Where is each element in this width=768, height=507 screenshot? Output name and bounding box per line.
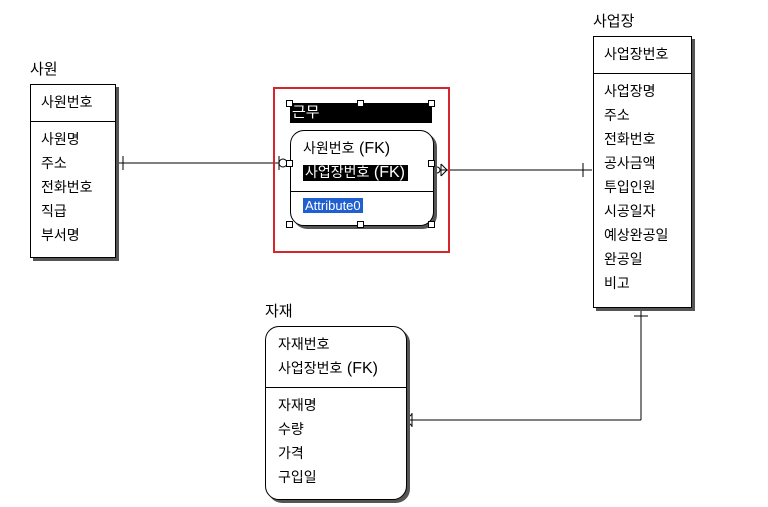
employee-attribute[interactable]: 부서명 (41, 228, 80, 244)
site-attribute[interactable]: 예상완공일 (604, 228, 669, 244)
employee-attribute[interactable]: 주소 (41, 156, 67, 172)
site-key-attribute[interactable]: 사업장번호 (604, 47, 669, 63)
material-key-section: 자재번호 사업장번호 (FK) (266, 327, 406, 388)
material-attribute[interactable]: 수량 (278, 422, 304, 438)
relationship-work-site[interactable] (432, 163, 592, 177)
entity-title-employee: 사원 (30, 60, 58, 78)
work-key-highlight: 사업장번호 (FK) (303, 164, 408, 181)
work-attribute-section: Attribute0 (291, 192, 433, 216)
material-attribute[interactable]: 가격 (278, 446, 304, 462)
employee-attribute[interactable]: 사원명 (41, 132, 80, 148)
employee-attribute-section: 사원명 주소 전화번호 직급 부서명 (31, 122, 115, 252)
entity-site[interactable]: 사업장번호 사업장명 주소 전화번호 공사금액 투입인원 시공일자 예상완공일 … (593, 36, 692, 308)
site-attribute-section: 사업장명 주소 전화번호 공사금액 투입인원 시공일자 예상완공일 완공일 비고 (594, 74, 691, 300)
material-attribute-section: 자재명 수량 가격 구입일 (266, 388, 406, 494)
relationship-site-material[interactable] (405, 306, 648, 427)
material-key-name: 자재번호 (278, 337, 330, 353)
material-attribute[interactable]: 구입일 (278, 470, 317, 486)
work-key-name: 사원번호 (303, 141, 355, 157)
selection-outline (273, 87, 450, 253)
material-key-name: 사업장번호 (278, 361, 343, 377)
resize-handle[interactable] (357, 100, 364, 107)
employee-key-attribute[interactable]: 사원번호 (41, 95, 93, 111)
employee-attribute[interactable]: 전화번호 (41, 180, 93, 196)
site-attribute[interactable]: 전화번호 (604, 132, 656, 148)
entity-material[interactable]: 자재번호 사업장번호 (FK) 자재명 수량 가격 구입일 (265, 326, 407, 500)
resize-handle[interactable] (286, 160, 293, 167)
resize-handle[interactable] (428, 100, 435, 107)
resize-handle[interactable] (286, 221, 293, 228)
entity-title-site: 사업장 (593, 12, 635, 30)
work-key-section: 사원번호 (FK) 사업장번호 (FK) (291, 131, 433, 192)
fk-marker: (FK) (373, 164, 405, 181)
employee-attribute[interactable]: 직급 (41, 204, 67, 220)
material-key-attribute[interactable]: 자재번호 (278, 333, 406, 357)
site-attribute[interactable]: 완공일 (604, 252, 643, 268)
site-attribute[interactable]: 사업장명 (604, 84, 656, 100)
site-attribute[interactable]: 비고 (604, 276, 630, 292)
employee-key-section: 사원번호 (31, 85, 115, 122)
work-key-attribute[interactable]: 사업장번호 (FK) (303, 161, 433, 185)
fk-marker: (FK) (358, 140, 391, 157)
resize-handle[interactable] (357, 221, 364, 228)
fk-marker: (FK) (346, 360, 378, 377)
site-attribute[interactable]: 주소 (604, 108, 630, 124)
new-attribute-input[interactable]: Attribute0 (303, 198, 363, 213)
entity-title-material: 자재 (265, 302, 293, 320)
site-attribute[interactable]: 공사금액 (604, 156, 656, 172)
site-attribute[interactable]: 투입인원 (604, 180, 656, 196)
material-attribute[interactable]: 자재명 (278, 398, 317, 414)
entity-employee[interactable]: 사원번호 사원명 주소 전화번호 직급 부서명 (30, 84, 116, 258)
work-key-name: 사업장번호 (305, 165, 370, 181)
relationship-employee-work[interactable] (114, 156, 295, 170)
site-attribute[interactable]: 시공일자 (604, 204, 656, 220)
resize-handle[interactable] (286, 100, 293, 107)
site-key-section: 사업장번호 (594, 37, 691, 74)
work-key-attribute[interactable]: 사원번호 (FK) (303, 137, 433, 161)
resize-handle[interactable] (428, 160, 435, 167)
work-attribute-editor[interactable]: Attribute0 (303, 196, 433, 216)
material-key-attribute[interactable]: 사업장번호 (FK) (278, 357, 406, 381)
entity-work[interactable]: 사원번호 (FK) 사업장번호 (FK) Attribute0 (290, 130, 434, 226)
resize-handle[interactable] (428, 221, 435, 228)
entity-title-work[interactable]: 근무 (290, 103, 432, 123)
